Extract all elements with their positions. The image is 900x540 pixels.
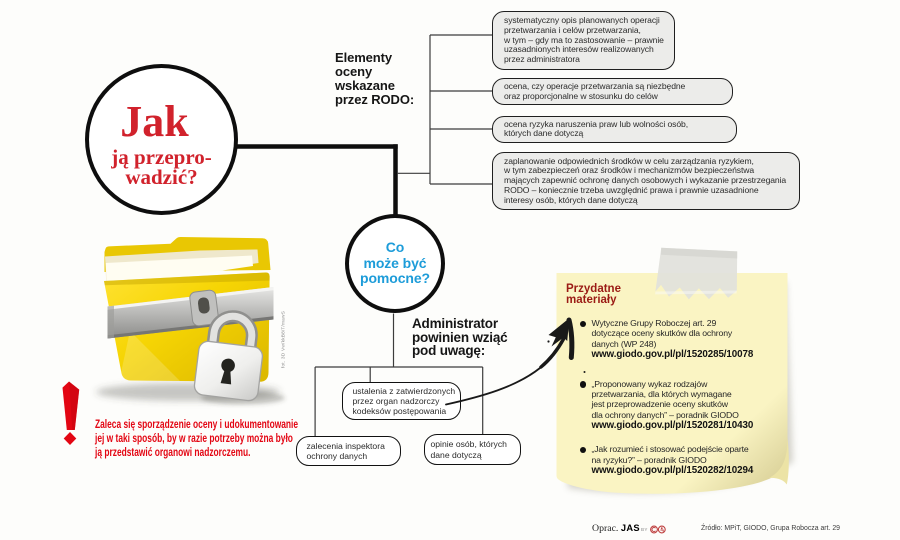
note-item-text: „Jak rozumieć i stosować podejście opart… xyxy=(591,444,749,465)
exclamation-icon xyxy=(62,381,80,445)
bullet-icon xyxy=(579,320,586,327)
consider-box-1: ustalenia z zatwierdzonych przez organ n… xyxy=(342,382,461,420)
question-circle: Jak ją przepro- wadzić? xyxy=(85,64,238,215)
elements-heading: Elementy oceny wskazane przez RODO: xyxy=(335,50,415,107)
note-item-url[interactable]: www.giodo.gov.pl/pl/1520281/10430 xyxy=(591,419,754,431)
note-item-url[interactable]: www.giodo.gov.pl/pl/1520282/10294 xyxy=(591,464,754,476)
tape-decoration xyxy=(655,247,738,300)
footer-credit: Oprac. JAS xyxy=(592,523,640,534)
warning-text: Zaleca się sporządzenie oceny i udokumen… xyxy=(95,416,299,460)
rodo-box-2: ocena, czy operacje przetwarzania są nie… xyxy=(492,78,733,105)
note-title: Przydatne materiały xyxy=(566,283,621,307)
rodo-box-4: zaplanowanie odpowiednich środków w celu… xyxy=(492,152,800,210)
photo-credit: fot. 3D Vw/kkB8iT/mawS xyxy=(281,310,287,369)
question-circle-word: Jak xyxy=(120,97,189,146)
note-item-text: „Proponowany wykaz rodzajów przetwarzani… xyxy=(591,378,739,420)
bullet-icon xyxy=(579,446,586,454)
footer-oprac-label: Oprac. xyxy=(592,522,619,534)
question-circle-subtext: ją przepro- wadzić? xyxy=(111,145,212,189)
consider-box-3: opinie osób, których dane dotyczą xyxy=(424,434,521,465)
note-item: Wytyczne Grupy Roboczej art. 29 dotycząc… xyxy=(577,318,779,360)
footer-source: Źródło: MPiT, GIODO, Grupa Robocza art. … xyxy=(701,524,841,532)
consider-box-2: zalecenia inspektora ochrony danych xyxy=(296,436,401,466)
helpful-circle-text: Co może być pomocne? xyxy=(360,239,430,287)
admin-heading: Administrator powinien wziąć pod uwagę: xyxy=(412,316,508,359)
helpful-circle: Co może być pomocne? xyxy=(345,214,445,313)
note-item-text: Wytyczne Grupy Roboczej art. 29 dotycząc… xyxy=(591,318,733,349)
note-item: „Jak rozumieć i stosować podejście opart… xyxy=(577,444,779,476)
cc-license-icons xyxy=(650,525,666,534)
note-items: Wytyczne Grupy Roboczej art. 29 dotycząc… xyxy=(577,318,779,476)
footer-license-label: BY xyxy=(641,527,648,532)
rodo-box-1: systematyczny opis planowanych operacji … xyxy=(492,11,675,70)
bullet-icon xyxy=(579,381,586,388)
folder-lock-illustration xyxy=(96,237,285,405)
note-item: „Proponowany wykaz rodzajów przetwarzani… xyxy=(577,379,779,431)
rodo-box-3: ocena ryzyka naruszenia praw lub wolnośc… xyxy=(492,116,737,143)
note-item-url[interactable]: www.giodo.gov.pl/pl/1520285/10078 xyxy=(591,348,754,360)
footer-author: JAS xyxy=(620,522,640,533)
